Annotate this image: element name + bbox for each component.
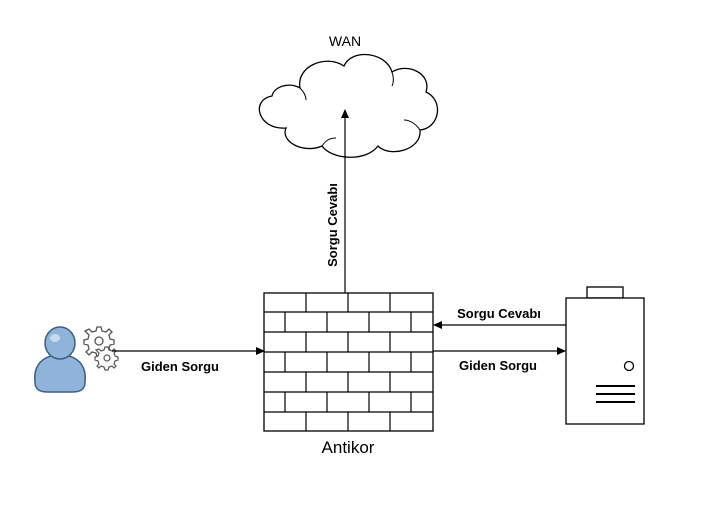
small-gear-icon xyxy=(94,346,119,371)
user-node xyxy=(34,326,119,393)
edge-label-outgoing-query: Giden Sorgu xyxy=(459,358,537,373)
edge-firewall-to-wan: Sorgu Cevabı xyxy=(325,109,349,293)
server-icon xyxy=(565,286,645,425)
firewall-node: Antikor xyxy=(263,292,434,457)
edge-server-to-firewall: Sorgu Cevabı xyxy=(433,306,566,329)
server-node xyxy=(565,286,645,425)
edge-label-server-reply: Sorgu Cevabı xyxy=(457,306,541,321)
wan-node: WAN xyxy=(258,33,439,158)
brick-wall-icon xyxy=(263,292,434,432)
cloud-icon xyxy=(258,53,439,158)
user-gear-icon xyxy=(34,326,119,393)
wan-label: WAN xyxy=(329,33,361,49)
edge-user-to-firewall: Giden Sorgu xyxy=(112,347,265,374)
edge-firewall-to-server: Giden Sorgu xyxy=(433,347,566,373)
edge-label-user-query: Giden Sorgu xyxy=(141,359,219,374)
firewall-label: Antikor xyxy=(322,438,375,457)
edge-label-wan-reply: Sorgu Cevabı xyxy=(325,183,340,267)
